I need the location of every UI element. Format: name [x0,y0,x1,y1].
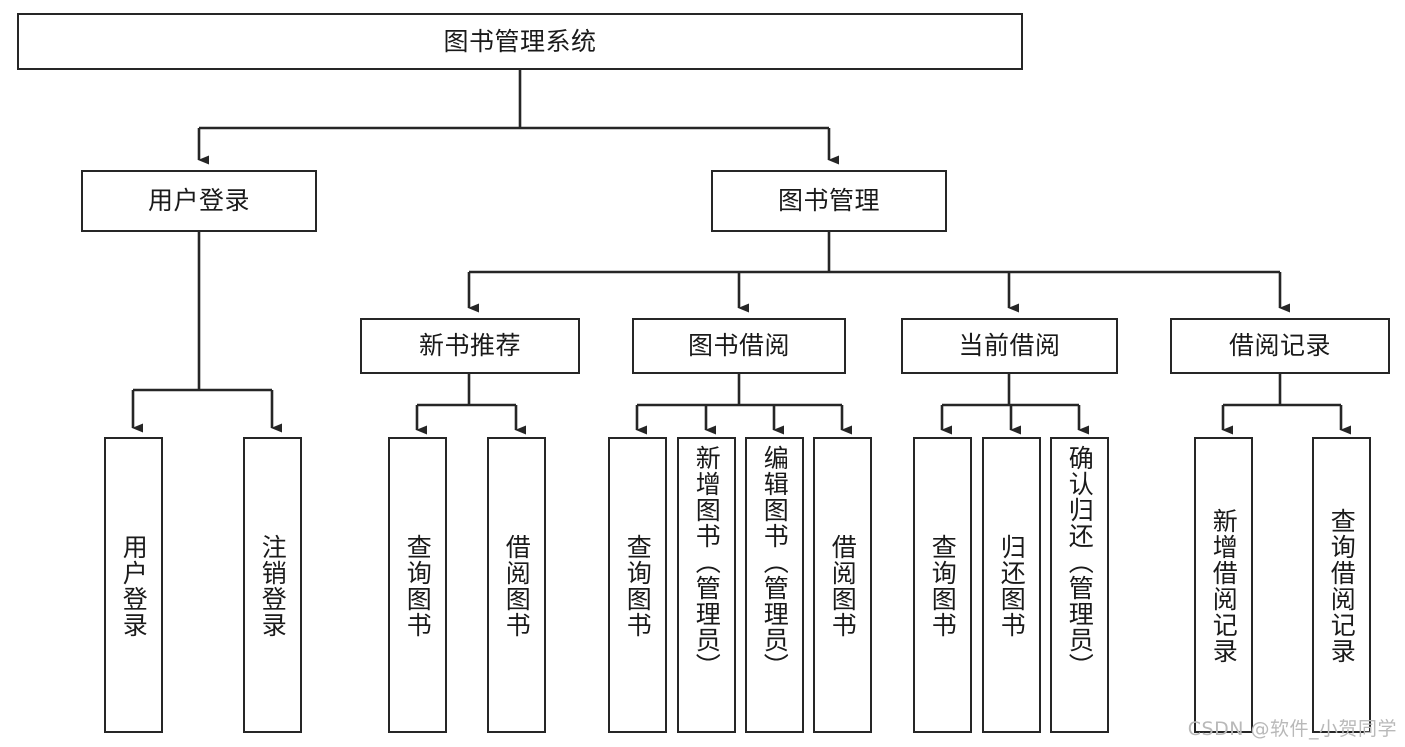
node-leaf-newbook-borrow-book[interactable]: 借阅图书 [487,437,546,733]
node-borrow-record-label: 借阅记录 [1228,331,1331,361]
node-leaf-confirm-return-admin-label: 确认归还（管理员） [1065,445,1095,679]
node-book-borrow[interactable]: 图书借阅 [632,318,846,374]
node-leaf-borrow-query-book-label: 查询图书 [623,534,653,638]
node-root-book-management-system[interactable]: 图书管理系统 [17,13,1023,70]
node-leaf-return-book-label: 归还图书 [997,534,1027,638]
node-leaf-logout-label: 注销登录 [258,534,288,638]
node-borrow-record[interactable]: 借阅记录 [1170,318,1390,374]
node-leaf-add-borrow-record-label: 新增借阅记录 [1209,508,1239,664]
node-root-label: 图书管理系统 [443,26,597,56]
node-leaf-edit-book-admin[interactable]: 编辑图书（管理员） [745,437,804,733]
node-leaf-borrow-book-label: 借阅图书 [828,534,858,638]
node-leaf-newbook-borrow-book-label: 借阅图书 [502,534,532,638]
node-leaf-edit-book-admin-label: 编辑图书（管理员） [760,445,790,679]
node-new-book-recommend[interactable]: 新书推荐 [360,318,580,374]
node-book-borrow-label: 图书借阅 [687,331,790,361]
node-leaf-confirm-return-admin[interactable]: 确认归还（管理员） [1050,437,1109,733]
node-leaf-logout[interactable]: 注销登录 [243,437,302,733]
node-leaf-current-query-book[interactable]: 查询图书 [913,437,972,733]
node-book-management-label: 图书管理 [777,186,880,216]
node-leaf-user-login[interactable]: 用户登录 [104,437,163,733]
node-leaf-borrow-book[interactable]: 借阅图书 [813,437,872,733]
node-leaf-newbook-query-book[interactable]: 查询图书 [388,437,447,733]
node-user-login-label: 用户登录 [147,186,250,216]
node-current-borrow[interactable]: 当前借阅 [901,318,1118,374]
node-leaf-return-book[interactable]: 归还图书 [982,437,1041,733]
node-leaf-current-query-book-label: 查询图书 [928,534,958,638]
node-leaf-query-borrow-record[interactable]: 查询借阅记录 [1312,437,1371,733]
node-new-book-recommend-label: 新书推荐 [418,331,521,361]
node-leaf-user-login-label: 用户登录 [119,534,149,638]
node-leaf-newbook-query-book-label: 查询图书 [403,534,433,638]
node-leaf-add-borrow-record[interactable]: 新增借阅记录 [1194,437,1253,733]
node-leaf-borrow-query-book[interactable]: 查询图书 [608,437,667,733]
node-book-management[interactable]: 图书管理 [711,170,947,232]
node-current-borrow-label: 当前借阅 [958,331,1061,361]
node-leaf-add-book-admin-label: 新增图书（管理员） [692,445,722,679]
node-user-login[interactable]: 用户登录 [81,170,317,232]
node-leaf-query-borrow-record-label: 查询借阅记录 [1327,508,1357,664]
node-leaf-add-book-admin[interactable]: 新增图书（管理员） [677,437,736,733]
